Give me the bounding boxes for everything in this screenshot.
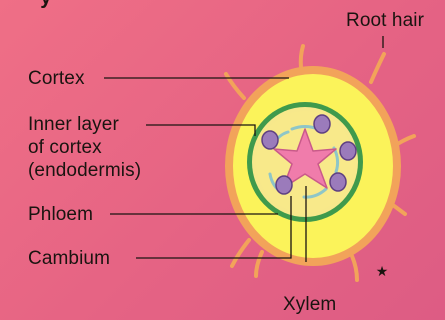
phloem-patch <box>276 176 292 194</box>
phloem-patch <box>330 173 346 191</box>
root-hair <box>232 240 249 266</box>
label-xylem: Xylem <box>283 294 336 316</box>
label-endodermis: (endodermis) <box>28 160 141 182</box>
star-marker: ★ <box>376 264 389 280</box>
phloem-patch <box>262 131 278 149</box>
label-cortex: Cortex <box>28 68 85 90</box>
root-hair <box>371 54 384 82</box>
root-hair <box>352 256 357 280</box>
phloem-patch <box>314 115 330 133</box>
label-root-hair: Root hair <box>346 10 424 32</box>
label-of-cortex: of cortex <box>28 137 102 159</box>
label-cambium: Cambium <box>28 248 110 270</box>
phloem-patch <box>340 142 356 160</box>
label-phloem: Phloem <box>28 204 93 226</box>
label-inner-layer: Inner layer <box>28 114 119 136</box>
root-hair <box>301 46 303 68</box>
root-hair <box>256 252 262 276</box>
